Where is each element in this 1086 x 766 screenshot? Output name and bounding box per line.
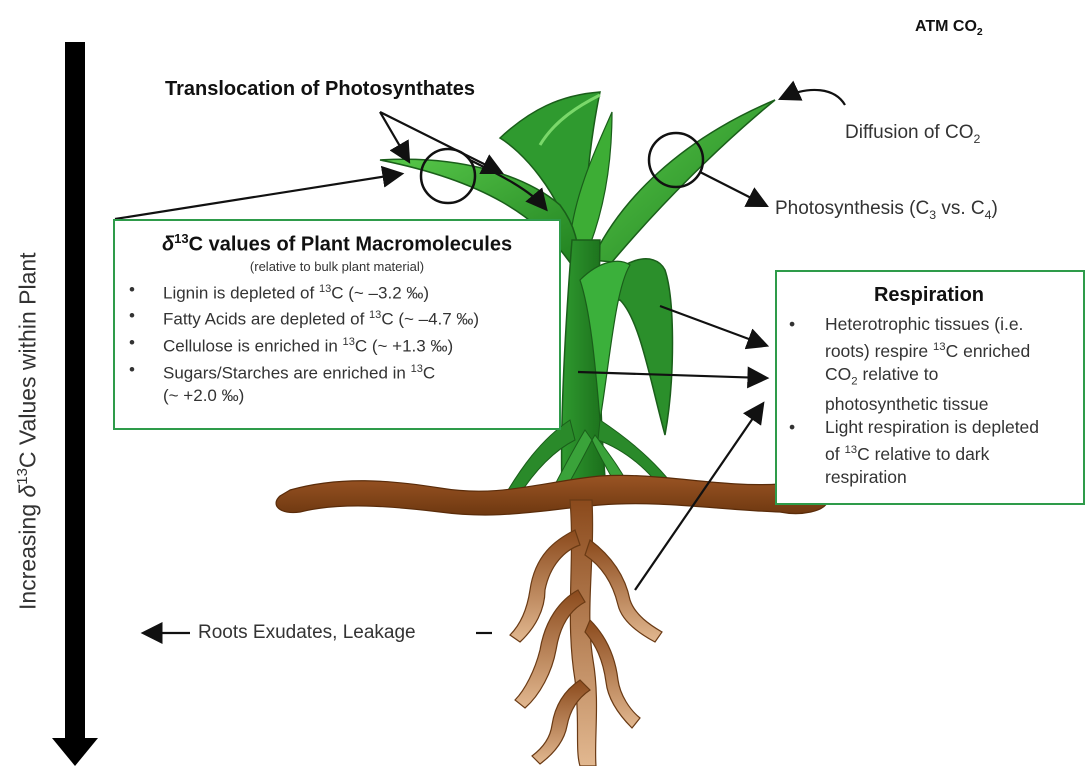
list-item: • Lignin is depleted of 13C (~ –3.2 ‰): [129, 278, 545, 305]
list-item: • Cellulose is enriched in 13C (~ +1.3 ‰…: [129, 331, 545, 358]
translocation-title: Translocation of Photosynthates: [165, 78, 475, 101]
macromolecules-box: δ13C values of Plant Macromolecules (rel…: [113, 219, 561, 430]
respiration-title: Respiration: [789, 284, 1069, 307]
list-item: • Sugars/Starches are enriched in 13C (~…: [129, 358, 545, 408]
bullet-icon: •: [129, 331, 135, 354]
bullet-icon: •: [789, 313, 795, 336]
roots-exudates-label: Roots Exudates, Leakage: [198, 622, 416, 644]
list-item: • Light respiration is depleted of 13C r…: [789, 416, 1069, 489]
bullet-icon: •: [129, 278, 135, 301]
bullet-icon: •: [129, 304, 135, 327]
macromolecules-title: δ13C values of Plant Macromolecules: [129, 231, 545, 257]
diffusion-label: Diffusion of CO2: [845, 122, 980, 146]
root-system: [510, 500, 662, 766]
soil-line: [276, 475, 828, 515]
axis-arrow: [52, 42, 98, 766]
atm-co2-label: ATM CO2: [915, 18, 983, 38]
bullet-icon: •: [129, 358, 135, 381]
bullet-icon: •: [789, 416, 795, 439]
photosynthesis-label: Photosynthesis (C3 vs. C4): [775, 198, 998, 222]
respiration-box: Respiration • Heterotrophic tissues (i.e…: [775, 270, 1085, 505]
list-item: • Fatty Acids are depleted of 13C (~ –4.…: [129, 304, 545, 331]
axis-label: Increasing δ13C Values within Plant: [14, 252, 42, 610]
list-item: • Heterotrophic tissues (i.e. roots) res…: [789, 313, 1069, 416]
macromolecules-subtitle: (relative to bulk plant material): [129, 259, 545, 274]
